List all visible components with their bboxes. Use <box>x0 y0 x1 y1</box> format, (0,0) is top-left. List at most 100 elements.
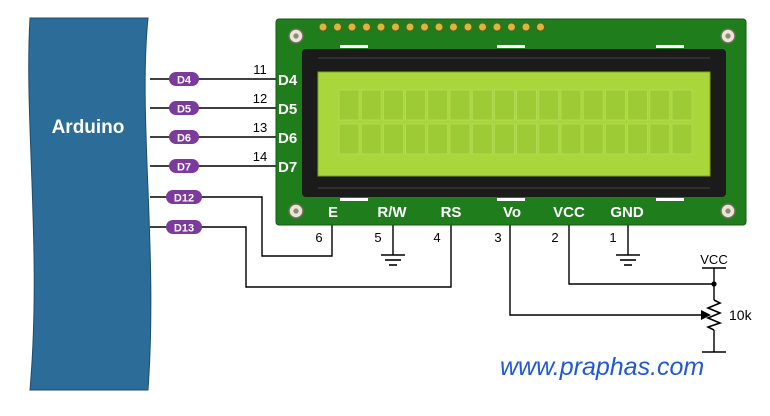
pin-badge-label: D5 <box>177 104 191 116</box>
pin-badge-label: D13 <box>174 223 194 235</box>
header-pin <box>391 22 400 32</box>
lcd-char-cell <box>671 89 693 121</box>
lcd-char-cell <box>493 89 515 121</box>
lcd-char-cell <box>427 89 449 121</box>
lcd-char-cell <box>627 123 648 155</box>
pin-badge <box>169 130 199 144</box>
pin-number: 2 <box>551 230 558 245</box>
ground-icon <box>381 254 405 266</box>
header-pin <box>362 22 371 32</box>
arduino-pin-d12: D12 <box>166 190 202 205</box>
lcd-char-cell <box>605 89 626 121</box>
lcd-char-cell <box>471 89 493 121</box>
pin-label: GND <box>610 204 644 221</box>
header-pin <box>434 22 444 32</box>
header-pin <box>420 22 429 32</box>
lcd-char-cell <box>538 123 560 155</box>
header-pin <box>449 22 458 32</box>
pin-label: D4 <box>278 72 298 89</box>
lcd-pin-6: E6 <box>315 204 338 245</box>
lcd-char-cell <box>605 123 626 155</box>
pin-badge-label: D7 <box>177 162 191 174</box>
pin-badge <box>169 159 199 173</box>
lcd-pin-2: VCC 2 <box>551 204 585 245</box>
junction-dot <box>711 281 717 287</box>
lcd-pin-3: Vo3 <box>494 204 521 245</box>
pin-badge <box>169 101 199 115</box>
lcd-char-cell <box>338 123 360 155</box>
pin-badge-label: D6 <box>177 133 191 145</box>
watermark: www.praphas.com <box>500 353 704 381</box>
header-pin <box>536 22 545 32</box>
lcd-pin-1: GND 1 <box>609 204 643 245</box>
pin-badge <box>166 220 202 234</box>
lcd-char-cell <box>671 123 693 155</box>
pin-badge-label: D12 <box>174 193 194 205</box>
lcd-char-cell <box>471 123 493 155</box>
pin-badge <box>166 190 202 204</box>
lcd-character-grid <box>338 89 693 155</box>
lcd-char-cell <box>382 89 404 121</box>
lcd-pin-5: R/W5 <box>374 204 407 245</box>
header-pin <box>507 22 516 32</box>
header-pin <box>463 22 473 32</box>
lcd-char-cell <box>560 123 582 155</box>
lcd-char-cell <box>360 123 382 155</box>
lcd-char-cell <box>649 123 671 155</box>
pin-label: D6 <box>278 130 297 147</box>
arduino-board <box>28 17 152 391</box>
pin-label: E <box>328 204 338 221</box>
vcc-label: VCC <box>700 252 727 267</box>
pin-label: Vo <box>503 204 521 221</box>
ground-icon <box>616 254 640 266</box>
pin-number: 6 <box>315 230 322 245</box>
pin-number: 1 <box>609 230 616 245</box>
lcd-char-cell <box>382 123 404 155</box>
lcd-char-cell <box>649 89 671 121</box>
pin-badge-label: D4 <box>177 75 192 87</box>
header-pin <box>405 22 415 32</box>
pot-value-label: 10k <box>729 307 753 323</box>
lcd-char-cell <box>338 89 360 121</box>
header-pin <box>478 22 487 32</box>
arduino-pin-d6: D6 <box>169 130 199 145</box>
lcd-char-cell <box>449 89 471 121</box>
pin-label: D7 <box>278 159 297 176</box>
pin-label: RS <box>441 204 462 221</box>
arduino-pin-d13: D13 <box>166 220 202 235</box>
pin-number: 12 <box>253 91 267 106</box>
wiper-arrow-icon <box>701 310 711 320</box>
lcd-char-cell <box>360 89 382 121</box>
arduino-pin-d7: D7 <box>169 159 199 174</box>
header-pin <box>333 22 342 32</box>
lcd-char-cell <box>449 123 471 155</box>
header-pin <box>492 22 502 32</box>
arduino-pin-d4: D4 <box>169 72 199 87</box>
lcd-char-cell <box>493 123 515 155</box>
lcd-char-cell <box>560 89 582 121</box>
pin-number: 13 <box>253 120 267 135</box>
header-pin <box>521 22 531 32</box>
lcd-char-cell <box>538 89 560 121</box>
lcd-char-cell <box>627 89 648 121</box>
lcd-char-cell <box>516 89 537 121</box>
pin-number: 5 <box>374 230 381 245</box>
lcd-char-cell <box>516 123 537 155</box>
lcd-char-cell <box>582 123 604 155</box>
arduino-label: Arduino <box>52 117 125 138</box>
arduino-pin-d5: D5 <box>169 101 199 116</box>
pin-number: 14 <box>253 149 267 164</box>
lcd-char-cell <box>582 89 604 121</box>
pin-number: 11 <box>253 62 267 77</box>
lcd-header-pins <box>318 22 545 32</box>
pin-number: 4 <box>433 230 440 245</box>
pin-label: VCC <box>553 204 585 221</box>
lcd-char-cell <box>405 89 427 121</box>
lcd-char-cell <box>427 123 449 155</box>
lcd-pin-4: RS4 <box>433 204 461 245</box>
